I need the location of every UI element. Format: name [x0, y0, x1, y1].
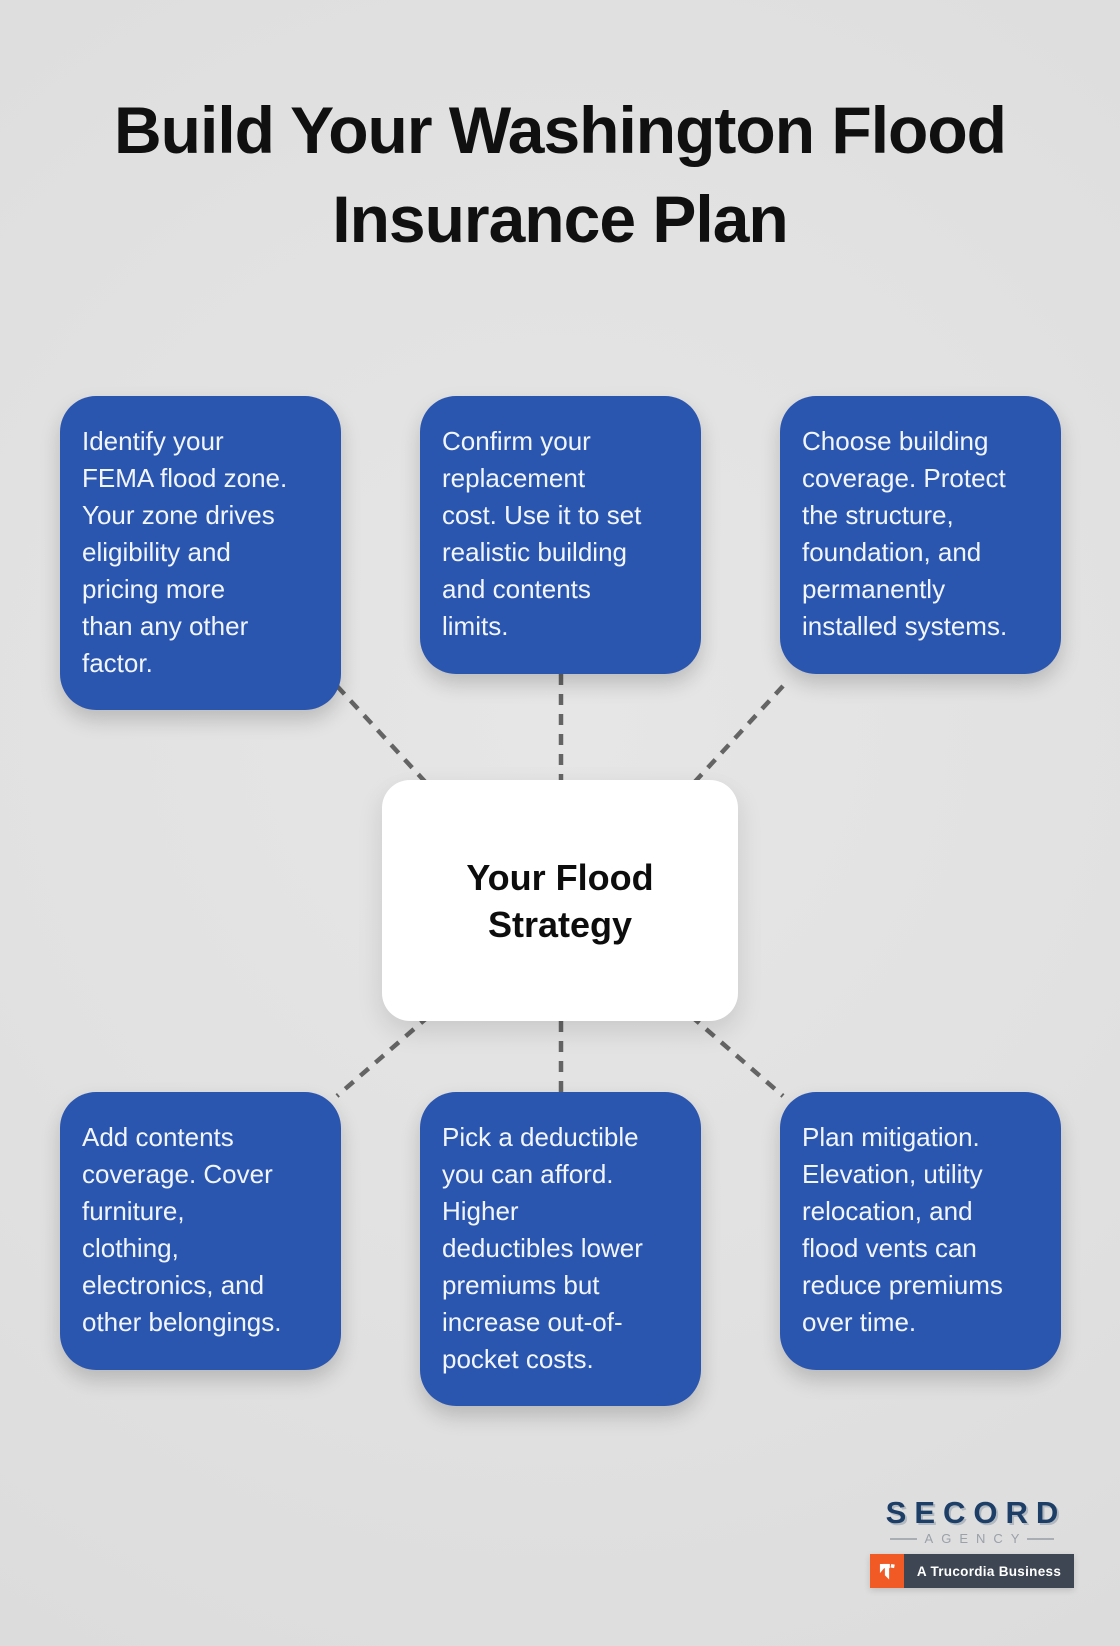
node-contents-coverage-text: Add contents coverage. Cover furniture, …: [82, 1122, 282, 1337]
node-mitigation-text: Plan mitigation. Elevation, utility relo…: [802, 1122, 1003, 1337]
trucordia-t-icon: [869, 1554, 904, 1588]
center-box: Your Flood Strategy: [382, 780, 738, 1021]
divider-line: [889, 1538, 917, 1540]
brand-logo: SECORD AGENCY A Trucordia Business: [862, 1496, 1082, 1588]
node-replacement-cost-text: Confirm your replacement cost. Use it to…: [442, 426, 642, 641]
brand-name: SECORD: [885, 1495, 1067, 1530]
brand-division-label: AGENCY: [924, 1531, 1028, 1546]
infographic-title: Build Your Washington Flood Insurance Pl…: [114, 93, 1007, 256]
divider-line: [1027, 1538, 1055, 1540]
center-title: Your Flood Strategy: [466, 856, 654, 945]
badge-label: A Trucordia Business: [903, 1554, 1075, 1588]
node-replacement-cost: Confirm your replacement cost. Use it to…: [420, 396, 701, 674]
trucordia-badge: A Trucordia Business: [869, 1554, 1075, 1588]
node-contents-coverage: Add contents coverage. Cover furniture, …: [60, 1092, 341, 1370]
node-building-coverage-text: Choose building coverage. Protect the st…: [802, 426, 1008, 641]
node-flood-zone-text: Identify your FEMA flood zone. Your zone…: [82, 426, 288, 678]
node-building-coverage: Choose building coverage. Protect the st…: [780, 396, 1061, 674]
node-flood-zone: Identify your FEMA flood zone. Your zone…: [60, 396, 341, 710]
brand-subtitle: AGENCY: [889, 1531, 1055, 1546]
node-mitigation: Plan mitigation. Elevation, utility relo…: [780, 1092, 1061, 1370]
node-deductible: Pick a deductible you can afford. Higher…: [420, 1092, 701, 1406]
node-deductible-text: Pick a deductible you can afford. Higher…: [442, 1122, 643, 1374]
